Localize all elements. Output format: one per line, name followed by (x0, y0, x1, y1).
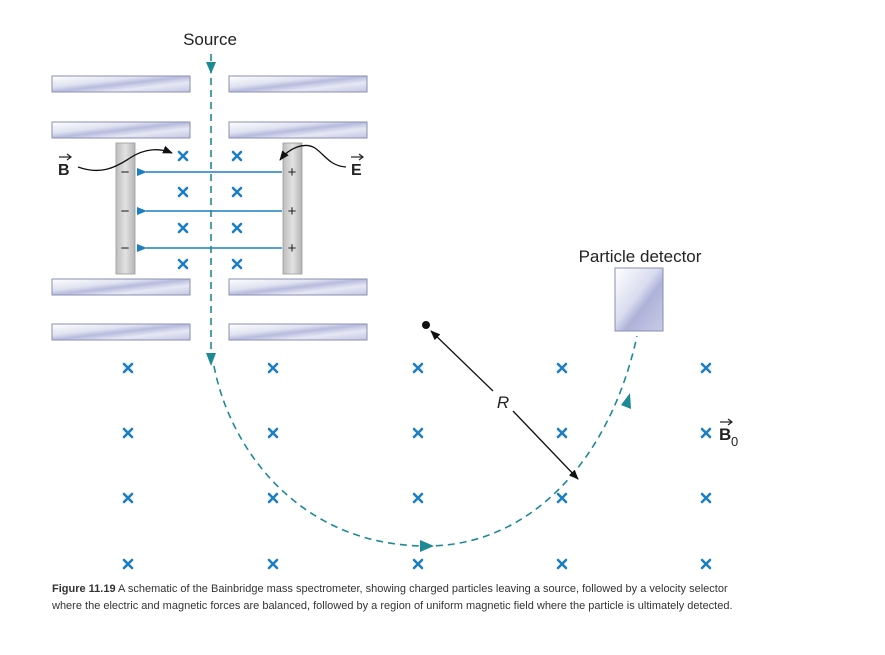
field-into-page-mark (556, 492, 568, 504)
e-pointer-curve (279, 144, 347, 168)
trajectory-arrowhead (420, 540, 434, 552)
field-into-page-mark (412, 427, 424, 439)
e-field-label: E (279, 144, 364, 179)
field-into-page-mark (700, 558, 712, 570)
center-point (422, 321, 430, 329)
positive-rod (282, 142, 303, 275)
plus-sign: + (288, 203, 297, 220)
field-into-page-mark (177, 222, 189, 234)
source-label: Source (183, 30, 237, 49)
beam-arrowhead (206, 353, 216, 366)
field-into-page-mark (122, 427, 134, 439)
electric-field-arrows (137, 168, 282, 252)
radius-line (430, 330, 494, 392)
plus-sign: + (288, 164, 297, 181)
field-into-page-mark (231, 222, 243, 234)
field-into-page-mark (267, 558, 279, 570)
b-field-symbol: B (58, 162, 70, 179)
minus-sign: − (121, 240, 130, 257)
field-into-page-mark (556, 362, 568, 374)
caption-text: A schematic of the Bainbridge mass spect… (52, 583, 733, 612)
particle-detector (614, 267, 664, 332)
figure-caption: Figure 11.19 A schematic of the Bainbrid… (52, 581, 752, 615)
radius-line (512, 410, 579, 480)
field-into-page-mark (267, 492, 279, 504)
negative-rod (115, 142, 136, 275)
b0-subscript: 0 (731, 434, 738, 449)
field-into-page-mark (177, 150, 189, 162)
field-into-page-mark (122, 362, 134, 374)
figure-label: Figure 11.19 (52, 583, 116, 595)
beam-arrowhead (206, 62, 216, 74)
field-into-page-mark (700, 492, 712, 504)
plate (228, 278, 368, 296)
e-field-symbol: E (351, 162, 362, 179)
plus-sign: + (288, 240, 297, 257)
plate (228, 121, 368, 139)
minus-sign: − (121, 164, 130, 181)
plate (228, 323, 368, 341)
b-pointer-curve (77, 145, 173, 172)
b0-field-symbol: B (719, 425, 731, 444)
collimator-plates (51, 75, 368, 341)
trajectory-arrowhead (621, 393, 631, 409)
minus-sign: − (121, 203, 130, 220)
field-into-page-mark (231, 258, 243, 270)
plate (51, 121, 191, 139)
plate (51, 75, 191, 93)
vector-arrow-icon (727, 418, 733, 426)
field-into-page-mark (267, 427, 279, 439)
field-into-page-mark (700, 362, 712, 374)
magnetic-field-marks (122, 150, 712, 570)
particle-detector-label: Particle detector (579, 247, 702, 266)
field-into-page-mark (556, 427, 568, 439)
field-into-page-mark (700, 427, 712, 439)
field-into-page-mark (412, 558, 424, 570)
field-into-page-mark (231, 150, 243, 162)
field-into-page-mark (412, 492, 424, 504)
field-into-page-mark (412, 362, 424, 374)
radius-label: R (497, 393, 509, 412)
plate (228, 75, 368, 93)
vector-arrow-icon (66, 153, 72, 161)
field-into-page-mark (122, 492, 134, 504)
field-into-page-mark (177, 186, 189, 198)
plate (51, 323, 191, 341)
b-field-label: B (58, 145, 173, 179)
field-into-page-mark (231, 186, 243, 198)
field-into-page-mark (267, 362, 279, 374)
plate (51, 278, 191, 296)
field-into-page-mark (122, 558, 134, 570)
mass-spectrometer-diagram: − − − + + + Source Particle detector R B… (51, 30, 738, 570)
field-into-page-mark (177, 258, 189, 270)
particle-trajectory (213, 335, 638, 547)
vector-arrow-icon (358, 153, 364, 161)
b0-field-label: B 0 (719, 418, 738, 449)
field-into-page-mark (556, 558, 568, 570)
